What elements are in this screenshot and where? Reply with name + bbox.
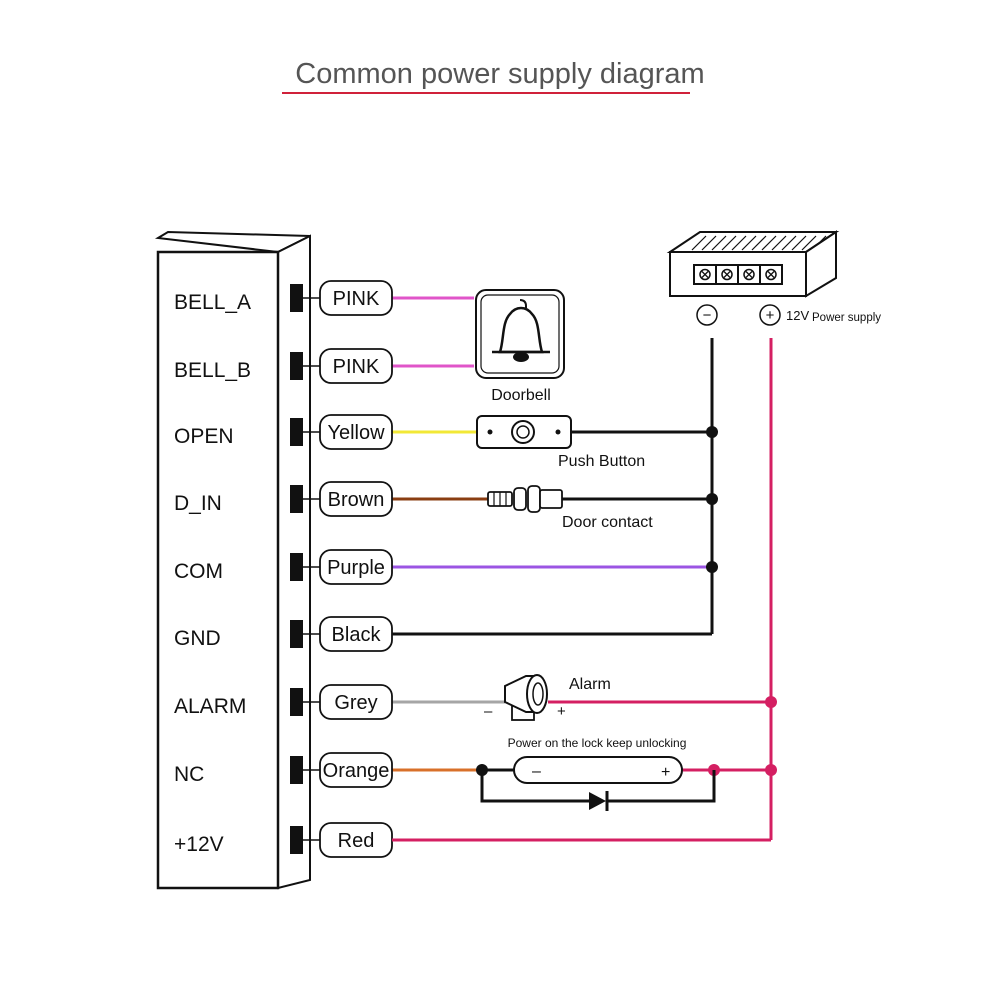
door-contact-label: Door contact: [562, 514, 653, 531]
psu-plus-terminal-icon: [759, 304, 781, 326]
terminal-label-gnd: GND: [174, 627, 221, 650]
power-supply: − + 12V Power supply: [666, 230, 881, 326]
terminal-block-bellb: [290, 352, 303, 380]
wire-tag-bellb: PINK: [303, 348, 393, 384]
psu-voltage-label: 12V: [786, 308, 809, 323]
wire-tags: PINK PINK YellowBrownPurpleBlackGreyOrange…: [303, 280, 393, 858]
terminal-label-com: COM: [174, 560, 223, 583]
alarm-minus-symbol: –: [484, 703, 493, 720]
lock-body-icon: [513, 756, 683, 784]
wire-tag-label: Yellow: [327, 422, 385, 444]
terminal-block-bella: [290, 284, 303, 312]
diode-loop: [480, 770, 716, 803]
wire-tag-label: Purple: [327, 557, 385, 579]
bell-icon: [498, 306, 544, 354]
push-button: Push Button: [476, 415, 712, 470]
terminal-label-nc: NC: [174, 763, 204, 786]
ground-bus: [392, 338, 718, 636]
positive-rail: [392, 338, 777, 842]
wire-tag-label: Grey: [334, 692, 377, 714]
psu-minus-symbol: −: [703, 307, 712, 324]
bell-clapper-icon: [513, 352, 529, 362]
junction-dot: [765, 696, 777, 708]
controller-unit: BELL_A BELL_B OPEN D_IN COM GND ALARM NC +12V: [154, 230, 311, 890]
lock-plus-symbol: +: [661, 764, 670, 781]
lock-minus-symbol: –: [532, 763, 541, 780]
junction-dot: [706, 561, 718, 573]
psu-minus-terminal-icon: [696, 304, 718, 326]
title-underline: [282, 92, 690, 94]
push-button-label: Push Button: [558, 453, 645, 470]
terminal-block-gnd: [290, 620, 303, 648]
wire-tag-gnd: Black: [303, 616, 393, 652]
alarm-siren: Alarm – +: [484, 674, 611, 721]
terminal-block-com: [290, 553, 303, 581]
wire-tag-label: Black: [332, 624, 382, 646]
terminal-label-bellb: BELL_B: [174, 359, 251, 382]
terminal-block-12v: [290, 826, 303, 854]
lock-caption: Power on the lock keep unlocking: [508, 736, 687, 750]
wire-tag-label: PINK: [333, 288, 380, 310]
diagram-title: Common power supply diagram: [295, 58, 705, 90]
wires: [392, 296, 712, 772]
doorbell-label: Doorbell: [491, 387, 551, 404]
wire-tag-12v: Red: [303, 822, 393, 858]
terminal-label-din: D_IN: [174, 492, 222, 515]
alarm-plus-symbol: +: [557, 703, 566, 720]
psu-plus-symbol: +: [766, 307, 775, 324]
wire-tag-alarm: Grey: [303, 684, 393, 720]
junction-dot: [765, 764, 777, 776]
wire-tag-com: Purple: [303, 549, 393, 585]
terminal-block-din: [290, 485, 303, 513]
psu-vent-lines: [691, 235, 827, 251]
door-contact-icon: [527, 485, 541, 513]
wire-tag-label: Red: [338, 830, 375, 852]
wire-tag-nc: Orange: [303, 752, 393, 788]
wire-tag-label: PINK: [333, 356, 380, 378]
terminal-block-alarm: [290, 688, 303, 716]
terminal-block-nc: [290, 756, 303, 784]
door-contact: Door contact: [487, 485, 712, 531]
junction-dot: [476, 764, 488, 776]
alarm-label: Alarm: [569, 676, 611, 693]
wire-tag-open: Yellow: [303, 414, 393, 450]
terminal-block-open: [290, 418, 303, 446]
doorbell: Doorbell: [475, 289, 565, 404]
wire-tag-label: Brown: [328, 489, 385, 511]
electric-lock: Power on the lock keep unlocking – +: [476, 736, 716, 811]
wire-tag-din: Brown: [303, 481, 393, 517]
psu-screw-terminals: [699, 266, 777, 283]
terminal-label-open: OPEN: [174, 425, 234, 448]
terminal-label-bella: BELL_A: [174, 291, 251, 314]
terminal-label-alarm: ALARM: [174, 695, 246, 718]
psu-caption: Power supply: [812, 312, 881, 324]
controller-front-face: [156, 250, 280, 890]
terminal-label-12v: +12V: [174, 833, 224, 856]
wire-tag-bella: PINK: [303, 280, 393, 316]
wire-tag-label: Orange: [323, 760, 390, 782]
diode-icon: [589, 792, 606, 810]
